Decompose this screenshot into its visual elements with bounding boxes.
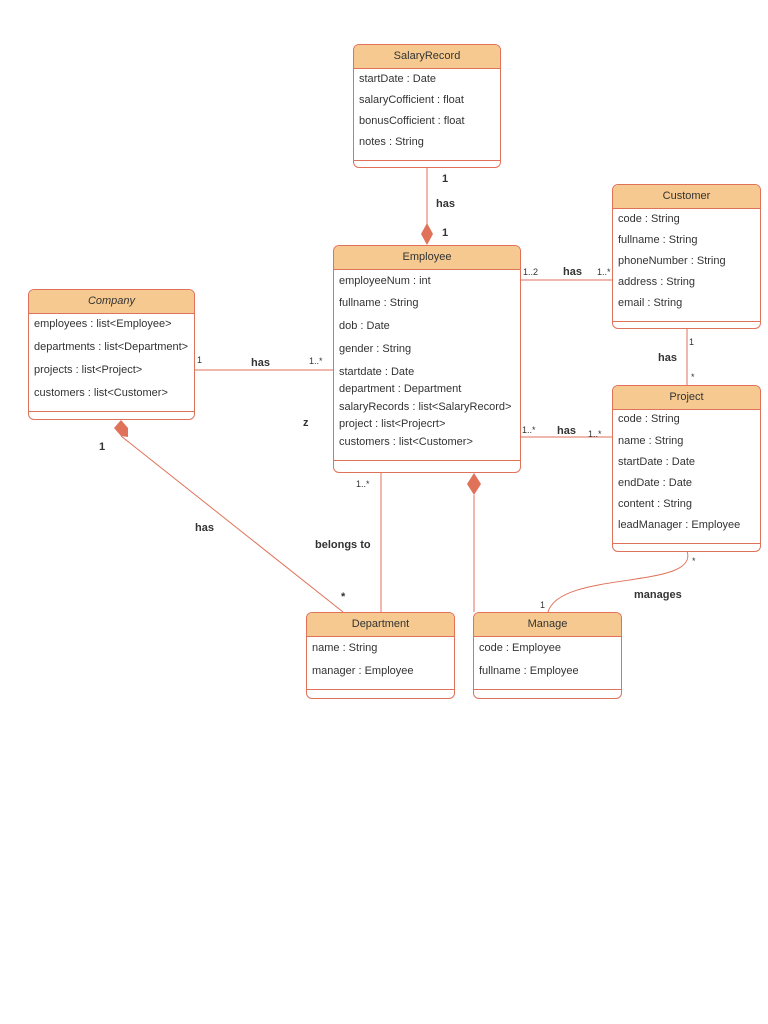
attribute: department : Department [339,383,462,395]
separator [354,160,500,161]
attribute: startDate : Date [618,456,696,468]
class-name: Customer [613,185,760,209]
edge-company-department [120,435,344,613]
stray-label: z [303,417,309,429]
multiplicity: 1..* [356,479,370,489]
multiplicity: * [692,556,696,566]
class-name: Manage [474,613,621,637]
edge-label: has [436,198,455,210]
class-name: Company [29,290,194,314]
attribute: gender : String [339,343,412,355]
edge-label: has [658,352,677,364]
class-name: Department [307,613,454,637]
class-customer[interactable]: Customer code : String fullname : String… [612,184,761,329]
attribute: salaryCofficient : float [359,94,464,106]
multiplicity: 1 [442,173,448,185]
separator [307,689,454,690]
composition-diamond [467,473,481,495]
attribute: departments : list<Department> [34,341,189,353]
attribute: name : String [312,642,378,654]
attribute: email : String [618,297,683,309]
attribute: name : String [618,435,684,447]
attribute: employeeNum : int [339,275,431,287]
class-department[interactable]: Department name : String manager : Emplo… [306,612,455,699]
multiplicity: * [341,591,346,603]
class-employee[interactable]: Employee employeeNum : int fullname : St… [333,245,521,473]
class-name: Project [613,386,760,410]
attribute: leadManager : Employee [618,519,741,531]
multiplicity: 1 [689,337,694,347]
edge-label: has [251,357,270,369]
attribute: code : Employee [479,642,561,654]
multiplicity: 1..* [309,356,323,366]
attribute: bonusCofficient : float [359,115,465,127]
attribute: content : String [618,498,692,510]
separator [474,689,621,690]
composition-diamond [114,420,128,437]
multiplicity: 1 [99,441,105,453]
multiplicity: 1 [442,227,448,239]
multiplicity: 1..* [597,267,611,277]
multiplicity: 1 [197,355,202,365]
attribute: fullname : Employee [479,665,579,677]
edge-label: belongs to [315,539,371,551]
separator [613,321,760,322]
separator [613,543,760,544]
class-name: SalaryRecord [354,45,500,69]
multiplicity: 1..* [588,429,602,439]
multiplicity: 1 [540,600,545,610]
edge-label: has [557,425,576,437]
attribute: dob : Date [339,320,390,332]
attribute: code : String [618,213,680,225]
attribute: employees : list<Employee> [34,318,172,330]
multiplicity: * [691,372,695,382]
class-manage[interactable]: Manage code : Employee fullname : Employ… [473,612,622,699]
attribute: address : String [618,276,696,288]
attribute: notes : String [359,136,424,148]
separator [334,460,520,461]
class-name: Employee [334,246,520,270]
multiplicity: 1..* [522,425,536,435]
attribute: startDate : Date [359,73,437,85]
attribute: project : list<Projecrt> [339,418,446,430]
attribute: projects : list<Project> [34,364,143,376]
attribute: code : String [618,413,680,425]
edge-project-manage [547,550,689,613]
attribute: startdate : Date [339,366,415,378]
edge-label: has [563,266,582,278]
edge-label: manages [634,589,682,601]
composition-diamond [421,223,433,245]
attribute: customers : list<Customer> [34,387,168,399]
attribute: endDate : Date [618,477,692,489]
attribute: manager : Employee [312,665,414,677]
edge-label: has [195,522,214,534]
attribute: fullname : String [618,234,698,246]
attribute: fullname : String [339,297,419,309]
separator [29,411,194,412]
attribute: customers : list<Customer> [339,436,473,448]
attribute: phoneNumber : String [618,255,726,267]
attribute: salaryRecords : list<SalaryRecord> [339,401,512,413]
class-salary-record[interactable]: SalaryRecord startDate : Date salaryCoff… [353,44,501,168]
class-company[interactable]: Company employees : list<Employee> depar… [28,289,195,420]
multiplicity: 1..2 [523,267,538,277]
class-project[interactable]: Project code : String name : String star… [612,385,761,552]
